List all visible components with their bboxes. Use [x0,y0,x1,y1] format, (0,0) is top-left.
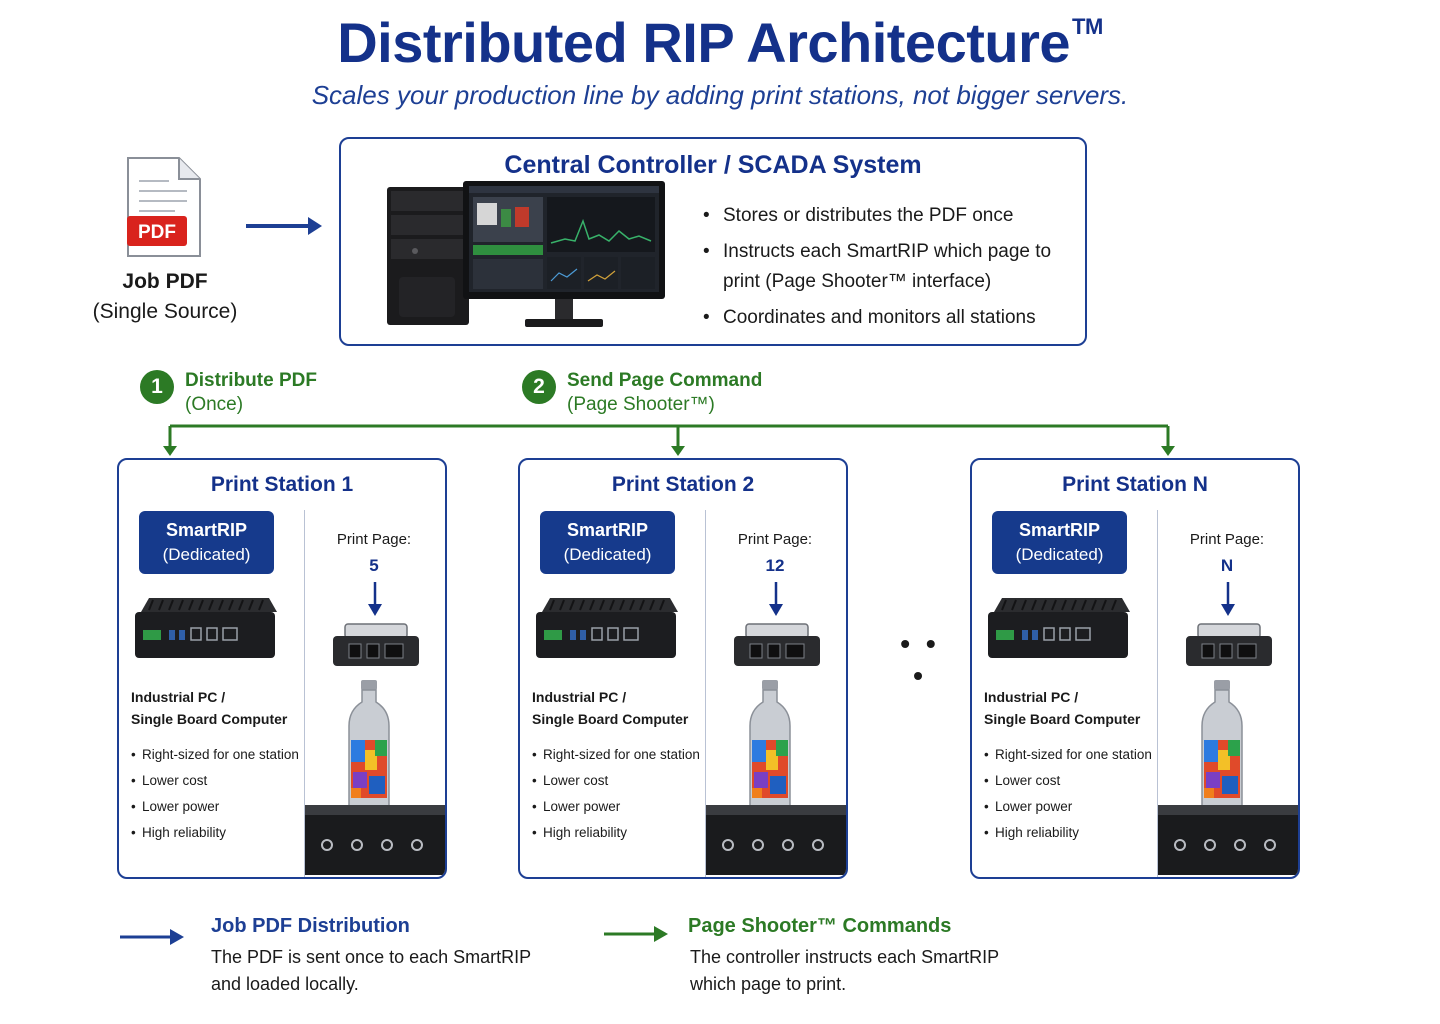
controller-bullet: Stores or distributes the PDF once [703,201,1083,231]
ipc-label-line: Single Board Computer [131,711,288,727]
ipc-label-line: Industrial PC / [131,689,226,705]
step-note: (Page Shooter™) [567,394,715,415]
station-bullet-list: Right-sized for one station Lower cost L… [532,742,707,846]
conveyor-icon [305,805,445,875]
station-divider [1157,510,1158,877]
print-head-icon [333,623,419,666]
legend-title-distribution: Job PDF Distribution [211,915,410,937]
bottle-icon [749,680,791,825]
smartrip-badge: SmartRIP (Dedicated) [992,511,1127,574]
step-label: Send Page Command [567,370,763,391]
down-arrow-icon [1221,582,1235,616]
ipc-label-line: Single Board Computer [984,711,1141,727]
station-title: Print Station 2 [611,473,755,496]
station-divider [705,510,706,877]
industrial-pc-label: Industrial PC / Single Board Computer [131,686,287,730]
smartrip-label: SmartRIP [165,520,248,540]
title-text: Distributed RIP Architecture [337,11,1071,74]
legend-text-line: and loaded locally. [211,974,359,994]
print-head-icon [734,623,820,666]
station-bullet: Lower cost [131,768,306,794]
print-station-card: Print Station 2 SmartRIP (Dedicated) Pri… [518,458,848,879]
pdf-badge-text: PDF [138,222,176,243]
legend-text-line: The PDF is sent once to each SmartRIP [211,947,532,967]
job-pdf-note: (Single Source) [92,300,238,323]
print-head-icon [1186,623,1272,666]
print-page-value: N [1220,556,1234,575]
controller-bullet-list: Stores or distributes the PDF once Instr… [703,201,1083,339]
legend-title-commands: Page Shooter™ Commands [688,915,952,937]
station-bullet: High reliability [131,820,306,846]
down-arrow-icon [368,582,382,616]
print-page-label: Print Page: [336,531,412,548]
page-title: Distributed RIP ArchitectureTM [0,10,1440,75]
step-number-badge: 2 [522,370,556,404]
legend-blue-arrow-icon [120,929,184,945]
job-pdf-label: Job PDF (Single Source) [80,270,250,324]
industrial-pc-label: Industrial PC / Single Board Computer [532,686,688,730]
industrial-pc-icon [135,598,277,658]
print-page-value: 12 [765,556,785,575]
station-bullet-list: Right-sized for one station Lower cost L… [131,742,306,846]
station-bullet: High reliability [532,820,707,846]
station-bullet-list: Right-sized for one station Lower cost L… [984,742,1159,846]
station-bullet: Lower power [984,794,1159,820]
station-bullet: Lower cost [532,768,707,794]
station-bullet: Right-sized for one station [131,742,306,768]
controller-bullet: Coordinates and monitors all stations [703,303,1083,333]
page-subtitle: Scales your production line by adding pr… [311,80,1129,110]
print-page-label: Print Page: [737,531,813,548]
central-controller-panel: Central Controller / SCADA System Stores… [339,137,1087,346]
smartrip-label: SmartRIP [1018,520,1101,540]
trademark-mark: TM [1072,14,1103,39]
legend-green-arrow-icon [604,926,668,942]
print-station-card: Print Station N SmartRIP (Dedicated) Pri… [970,458,1300,879]
print-page-label: Print Page: [1189,531,1265,548]
workstation-computer-icon [387,181,665,327]
bottle-icon [1201,680,1243,825]
step-label: Distribute PDF [185,370,317,391]
smartrip-badge: SmartRIP (Dedicated) [139,511,274,574]
step-number-badge: 1 [140,370,174,404]
pdf-to-controller-arrow [246,217,322,235]
smartrip-label: SmartRIP [566,520,649,540]
industrial-pc-icon [988,598,1130,658]
print-page-value: 5 [369,556,379,575]
job-pdf-title: Job PDF [122,270,208,293]
station-title: Print Station N [1062,473,1208,496]
legend-text-distribution: The PDF is sent once to each SmartRIP an… [211,944,571,998]
print-station-card: Print Station 1 SmartRIP (Dedicated) Pri… [117,458,447,879]
down-arrow-icon [769,582,783,616]
pdf-file-icon: PDF [127,157,201,257]
station-bullet: Lower cost [984,768,1159,794]
station-bullet: Right-sized for one station [532,742,707,768]
conveyor-icon [706,805,846,875]
legend-text-commands: The controller instructs each SmartRIP w… [690,944,1050,998]
ipc-label-line: Industrial PC / [532,689,627,705]
industrial-pc-label: Industrial PC / Single Board Computer [984,686,1140,730]
smartrip-note: (Dedicated) [1015,545,1104,564]
station-divider [304,510,305,877]
industrial-pc-icon [536,598,678,658]
ipc-label-line: Single Board Computer [532,711,689,727]
conveyor-icon [1158,805,1298,875]
smartrip-note: (Dedicated) [563,545,652,564]
station-title: Print Station 1 [210,473,354,496]
bottle-icon [348,680,390,825]
smartrip-note: (Dedicated) [162,545,251,564]
controller-bullet: Instructs each SmartRIP which page to pr… [703,237,1083,297]
more-stations-ellipsis: • • • [900,628,940,691]
distribution-bus-arrows [163,424,1175,456]
station-bullet: Lower power [532,794,707,820]
controller-title: Central Controller / SCADA System [504,151,922,179]
legend-text-line: The controller instructs each SmartRIP [690,947,1000,967]
legend-text-line: which page to print. [690,974,847,994]
station-bullet: Right-sized for one station [984,742,1159,768]
smartrip-badge: SmartRIP (Dedicated) [540,511,675,574]
station-bullet: High reliability [984,820,1159,846]
step-note: (Once) [185,394,244,415]
station-bullet: Lower power [131,794,306,820]
ipc-label-line: Industrial PC / [984,689,1079,705]
